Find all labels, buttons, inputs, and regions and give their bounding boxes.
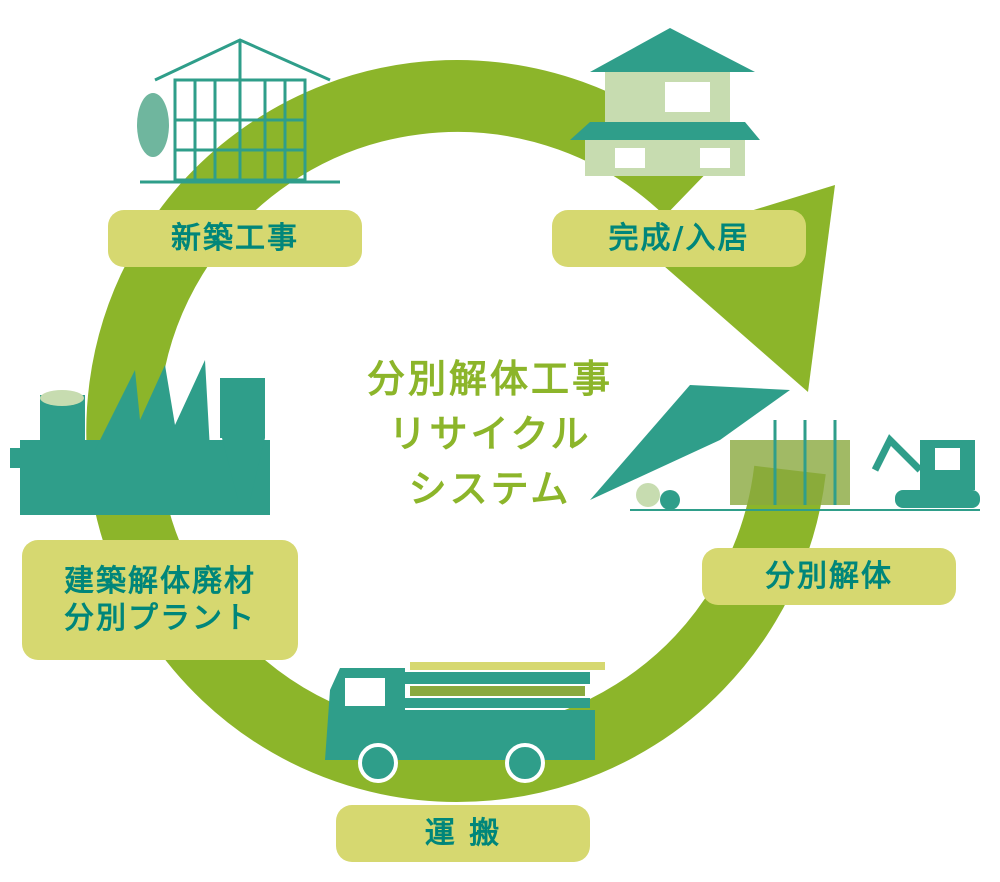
stage-label-text: 建築解体廃材 (64, 563, 256, 599)
truck-icon (325, 662, 605, 783)
stage-label-text: 運 搬 (424, 815, 502, 851)
stage-label-text: 分別解体 (765, 558, 893, 594)
stage-label-text: 完成/入居 (608, 220, 750, 256)
house-frame-icon (137, 38, 340, 184)
house-icon (570, 28, 760, 176)
stage-label-text: 分別プラント (64, 601, 256, 636)
center-title: 分別解体工事 リサイクル システム (330, 352, 650, 517)
stage-label-text: 新築工事 (171, 220, 299, 256)
stage-label-transport: 運 搬 (336, 805, 590, 862)
center-title-line: リサイクル (388, 412, 592, 456)
center-title-line: システム (408, 467, 572, 511)
stage-label-demolition: 分別解体 (702, 548, 956, 605)
stage-label-recycling-plant: 建築解体廃材 分別プラント (22, 540, 298, 660)
stage-label-completion: 完成/入居 (552, 210, 806, 267)
stage-label-new-construction: 新築工事 (108, 210, 362, 267)
factory-plant-icon (10, 360, 270, 515)
excavator-demolition-icon (590, 385, 980, 511)
center-title-line: 分別解体工事 (366, 357, 613, 401)
